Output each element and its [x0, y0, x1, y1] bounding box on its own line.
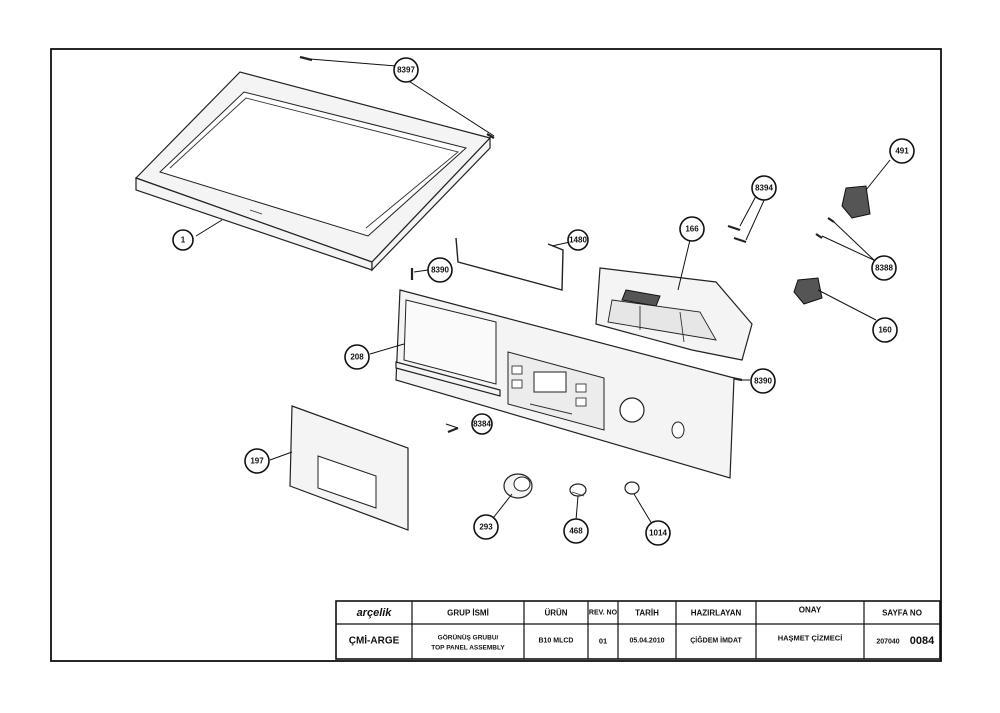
grup-ismi-line2: TOP PANEL ASSEMBLY — [431, 645, 505, 652]
svg-text:197: 197 — [250, 457, 264, 466]
svg-text:208: 208 — [350, 353, 364, 362]
svg-text:8390: 8390 — [431, 266, 449, 275]
callout-293: 293 — [473, 514, 499, 540]
header-hazirlayan: HAZIRLAYAN — [691, 609, 742, 618]
header-sayfa-no: SAYFA NO — [882, 609, 922, 618]
callout-8394: 8394 — [751, 175, 777, 201]
svg-text:166: 166 — [685, 225, 699, 234]
callout-8390-top: 8390 — [427, 257, 453, 283]
tarih-value: 05.04.2010 — [629, 638, 664, 645]
part-electronic-card — [595, 267, 753, 361]
header-onay: ONAY — [799, 606, 822, 615]
svg-text:1014: 1014 — [649, 529, 667, 538]
callout-491: 491 — [889, 138, 915, 164]
screws-8394 — [727, 224, 747, 244]
department: ÇMİ-ARGE — [349, 634, 400, 647]
part-top-lid — [134, 55, 495, 272]
callout-8388: 8388 — [871, 255, 897, 281]
callout-166: 166 — [679, 216, 705, 242]
part-468 — [569, 483, 587, 497]
svg-text:8397: 8397 — [397, 66, 415, 75]
callout-208: 208 — [344, 344, 370, 370]
svg-text:1: 1 — [181, 236, 186, 245]
header-grup-ismi: GRUP İSMİ — [447, 609, 489, 618]
urun-value: B10 MLCD — [538, 638, 573, 645]
onay-value: HAŞMET ÇİZMECİ — [778, 634, 843, 643]
svg-text:1480: 1480 — [569, 236, 587, 245]
part-control-panel — [395, 289, 735, 479]
callout-8390-right: 8390 — [750, 368, 776, 394]
title-block: arçelik ÇMİ-ARGE GRUP İSMİ ÜRÜN REV. NO … — [335, 600, 941, 660]
svg-text:293: 293 — [479, 523, 493, 532]
svg-text:468: 468 — [569, 527, 583, 536]
callout-8397: 8397 — [393, 57, 419, 83]
hazirlayan-value: ÇİĞDEM İMDAT — [690, 636, 742, 645]
screw-8397-a — [299, 55, 313, 62]
part-knob-293 — [503, 473, 533, 499]
header-urun: ÜRÜN — [544, 609, 567, 618]
callout-1: 1 — [172, 229, 194, 251]
part-1014 — [624, 481, 640, 495]
screws-8388 — [815, 217, 835, 239]
svg-text:160: 160 — [878, 326, 892, 335]
header-tarih: TARİH — [635, 609, 659, 618]
svg-text:8384: 8384 — [473, 420, 491, 429]
part-connector-491 — [841, 185, 871, 219]
callout-160: 160 — [872, 317, 898, 343]
grup-ismi-line1: GÖRÜNÜŞ GRUBU/ — [438, 633, 499, 642]
drawing-frame — [50, 48, 942, 662]
svg-text:8388: 8388 — [875, 264, 893, 273]
screw-8384 — [447, 426, 459, 434]
callout-468: 468 — [563, 518, 589, 544]
part-switch-160 — [793, 277, 823, 305]
svg-text:8394: 8394 — [755, 184, 773, 193]
part-rod-1480 — [455, 237, 564, 291]
brand-logo: arçelik — [357, 607, 393, 619]
header-rev-no: REV. NO — [589, 610, 618, 617]
sayfa-main: 0084 — [910, 635, 935, 647]
callout-197: 197 — [244, 448, 270, 474]
callout-1480: 1480 — [567, 229, 589, 251]
sayfa-prefix: 207040 — [876, 639, 899, 646]
leader-lines — [195, 58, 891, 525]
part-drawer-front — [289, 405, 409, 531]
svg-text:491: 491 — [895, 147, 909, 156]
screw-8397-b — [486, 133, 495, 139]
callout-8384: 8384 — [471, 413, 493, 435]
rev-value: 01 — [599, 637, 607, 646]
svg-text:8390: 8390 — [754, 377, 772, 386]
callout-1014: 1014 — [645, 520, 671, 546]
